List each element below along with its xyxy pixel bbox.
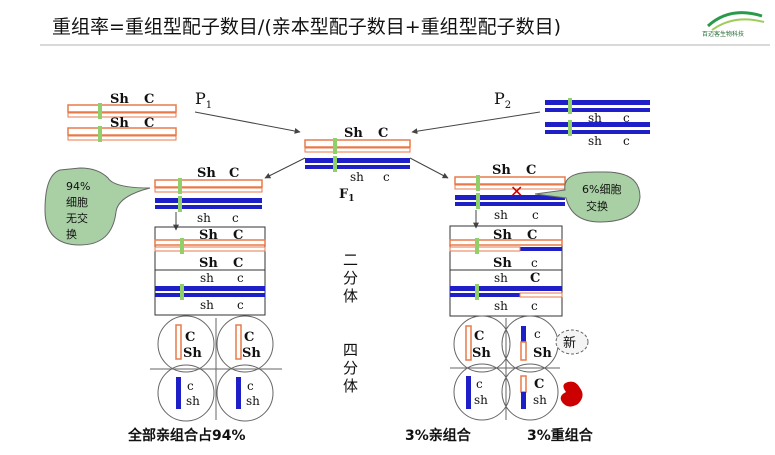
footer-right-b: 3%重组合 [527,427,594,444]
rt-c-4: C [534,377,544,392]
p2-allele-sh-2: sh [588,134,602,148]
p1-chromosomes [67,103,177,142]
arrow-p1-f1 [194,111,301,134]
rt-c-2: c [534,327,541,341]
left-dyad-c-4: c [237,298,244,312]
right-dyad-c-4: c [531,299,538,313]
left-allele-c-lower: c [232,211,239,225]
lt-c-2: C [244,330,254,345]
recombinant-blob [560,381,583,407]
lt-c-3: c [187,379,194,393]
left-tetrad [150,315,282,422]
right-bubble-line-1: 6%细胞 [582,183,621,196]
new-badge: 新 [555,329,589,355]
right-callout-bubble [534,171,641,223]
arrow-f1-right [409,157,449,179]
stage-four-2: 分 [343,359,358,377]
p2-allele-sh-1: sh [588,111,602,125]
left-dyad-sh: Sh [199,228,218,243]
lt-sh-3: sh [186,394,200,408]
left-dyad-sh-2: Sh [199,256,218,271]
lt-c-4: c [247,379,254,393]
right-allele-c-lower: c [532,208,539,222]
company-logo [706,11,765,31]
left-dyad-sh-3: sh [200,271,214,285]
logo-text: 百迈客生物科技 [702,31,745,38]
right-allele-c: C [526,163,536,178]
f1-allele-c-lower: c [383,170,390,184]
f1-chromosomes [304,138,411,172]
left-allele-sh-lower: sh [197,211,211,225]
right-dyad-sh: Sh [493,228,512,243]
p1-allele-c-2: C [144,116,154,131]
p2-chromosomes [545,98,650,136]
p2-allele-c-2: c [623,134,630,148]
left-tetrad-chromatids [175,324,242,409]
p1-label: P1 [195,89,212,111]
lt-sh-2: Sh [242,346,261,361]
rt-sh-1: Sh [472,346,491,361]
right-tetrad-chromatids [465,325,527,409]
left-dyad-box [154,226,266,316]
right-dyad-sh-2: Sh [493,256,512,271]
left-dyad-sh-4: sh [200,298,214,312]
footer-right-a: 3%亲组合 [405,427,472,444]
rt-sh-3: sh [474,393,488,407]
left-bubble-line-4: 换 [66,227,77,241]
p2-allele-c-1: c [623,111,630,125]
left-dyad-c-3: c [237,271,244,285]
f1-label: F1 [339,187,355,204]
page-title: 重组率=重组型配子数目/(亲本型配子数目+重组型配子数目) [52,16,562,38]
left-dyad-c: C [233,228,243,243]
stage-two-2: 分 [343,269,358,287]
right-bubble-line-2: 交换 [586,199,608,213]
left-meiosis-pair [154,178,263,212]
right-allele-sh: Sh [492,163,511,178]
stage-two-3: 体 [343,287,358,305]
right-dyad-sh-3: sh [494,271,508,285]
right-allele-sh-lower: sh [494,208,508,222]
rt-sh-4: sh [533,393,547,407]
stage-four-3: 体 [343,377,358,395]
p1-allele-sh-2: Sh [110,116,129,131]
f1-allele-sh: Sh [344,126,363,141]
arrow-p2-f1 [411,111,541,135]
rt-c-1: C [474,329,484,344]
left-allele-c: C [229,166,239,181]
f1-allele-sh-lower: sh [350,170,364,184]
arrow-f1-left [264,157,306,179]
p1-allele-c-1: C [144,92,154,107]
stage-two-1: 二 [343,251,358,269]
right-dyad-sh-4: sh [494,299,508,313]
svg-text:新: 新 [563,335,576,351]
right-dyad-c-2: c [531,256,538,270]
left-allele-sh: Sh [197,166,216,181]
right-dyad-box [449,225,563,317]
lt-sh-4: sh [246,394,260,408]
crossover-mark: ✕ [510,182,523,201]
p1-allele-sh-1: Sh [110,92,129,107]
rt-sh-2: Sh [533,346,552,361]
left-bubble-line-2: 细胞 [66,196,88,209]
f1-allele-c: C [378,126,388,141]
lt-c-1: C [185,330,195,345]
left-dyad-c-2: C [233,256,243,271]
title-divider [40,44,770,46]
right-dyad-c: C [527,228,537,243]
footer-left: 全部亲组合占94% [127,427,246,444]
right-dyad-c-3: C [530,271,540,286]
left-bubble-line-3: 无交 [66,211,88,225]
rt-c-3: c [476,377,483,391]
p2-label: P2 [494,89,511,111]
stage-four-1: 四 [343,341,358,359]
left-bubble-line-1: 94% [66,180,90,193]
lt-sh-1: Sh [183,346,202,361]
left-callout-bubble [44,167,151,246]
